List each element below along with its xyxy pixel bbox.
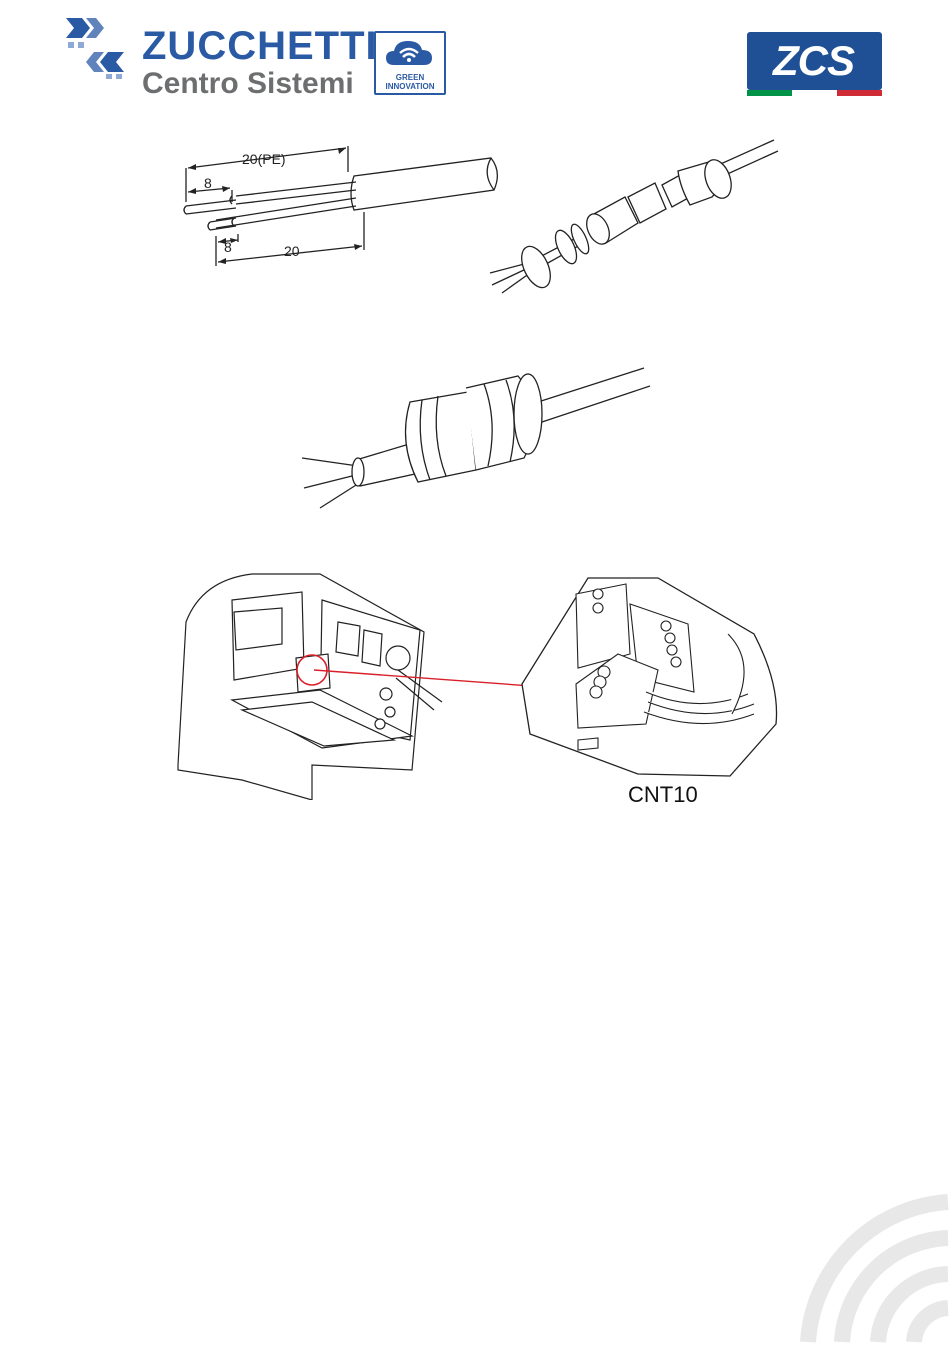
arrows-logo-icon: [64, 14, 126, 80]
green-innovation-badge: GREEN INNOVATION: [374, 31, 446, 95]
header-left-logo: [64, 14, 126, 80]
wave-watermark-icon: [790, 1190, 950, 1345]
cable-gland-assembled: [298, 362, 658, 512]
badge-line-2: INNOVATION: [376, 82, 444, 91]
zcs-logo: ZCS: [747, 32, 882, 90]
zcs-logo-text: ZCS: [773, 36, 854, 86]
dim-bottom-label: 20: [284, 243, 300, 259]
badge-line-1: GREEN: [376, 73, 444, 82]
italian-flag-stripe: [747, 90, 882, 96]
brand-subtitle: Centro Sistemi: [142, 68, 354, 100]
connector-detail-zoom: [518, 574, 782, 784]
brand-name: ZUCCHETTI: [142, 26, 378, 66]
cable-strip-diagram: 20(PE) 8 8 20: [176, 138, 506, 273]
wifi-cloud-icon: [376, 33, 444, 73]
connector-label: CNT10: [628, 782, 698, 808]
dim-left-top-label: 8: [204, 175, 212, 191]
dim-left-bottom-label: 8: [224, 239, 232, 255]
cable-gland-exploded: [480, 135, 780, 300]
dim-top-label: 20(PE): [242, 151, 286, 167]
